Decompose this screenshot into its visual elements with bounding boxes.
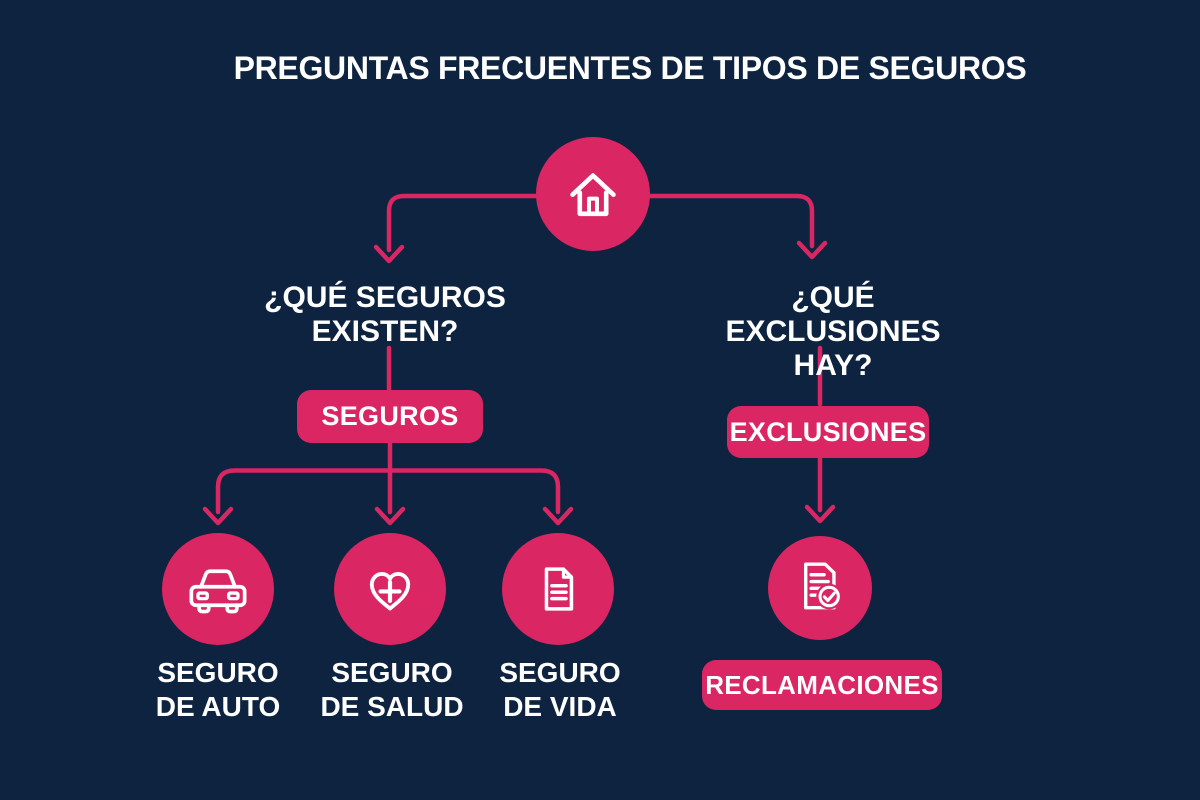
home-icon — [570, 173, 616, 217]
label-seguro-vida: SEGURO DE VIDA — [499, 657, 621, 723]
root-node — [536, 137, 650, 251]
document-icon — [544, 567, 574, 611]
heart-plus-icon — [369, 572, 411, 611]
arrowhead-left — [373, 244, 405, 264]
label-seguro-auto: SEGURO DE AUTO — [155, 657, 281, 723]
arrowhead-vida — [542, 506, 574, 526]
car-icon — [189, 569, 247, 614]
node-reclamaciones-icon — [768, 536, 872, 640]
node-seguro-vida — [502, 533, 614, 645]
arrowhead-salud — [374, 506, 406, 526]
node-seguro-salud — [334, 533, 446, 645]
connector-root-right — [647, 193, 815, 249]
document-check-icon — [804, 562, 843, 610]
arrowhead-right — [796, 240, 828, 260]
node-reclamaciones: RECLAMACIONES — [702, 660, 942, 710]
connector-distributor — [215, 468, 561, 515]
label-seguro-salud: SEGURO DE SALUD — [320, 657, 464, 723]
arrowhead-auto — [202, 506, 234, 526]
node-exclusiones: EXCLUSIONES — [727, 406, 929, 458]
node-seguro-auto — [162, 533, 274, 645]
question-right: ¿QUÉ EXCLUSIONES HAY? — [725, 281, 941, 382]
question-left: ¿QUÉ SEGUROS EXISTEN? — [264, 281, 506, 348]
page-title: PREGUNTAS FRECUENTES DE TIPOS DE SEGUROS — [233, 50, 1027, 86]
connector-root-left — [386, 193, 539, 253]
arrowhead-reclamaciones — [804, 504, 836, 524]
node-seguros: SEGUROS — [297, 390, 483, 443]
